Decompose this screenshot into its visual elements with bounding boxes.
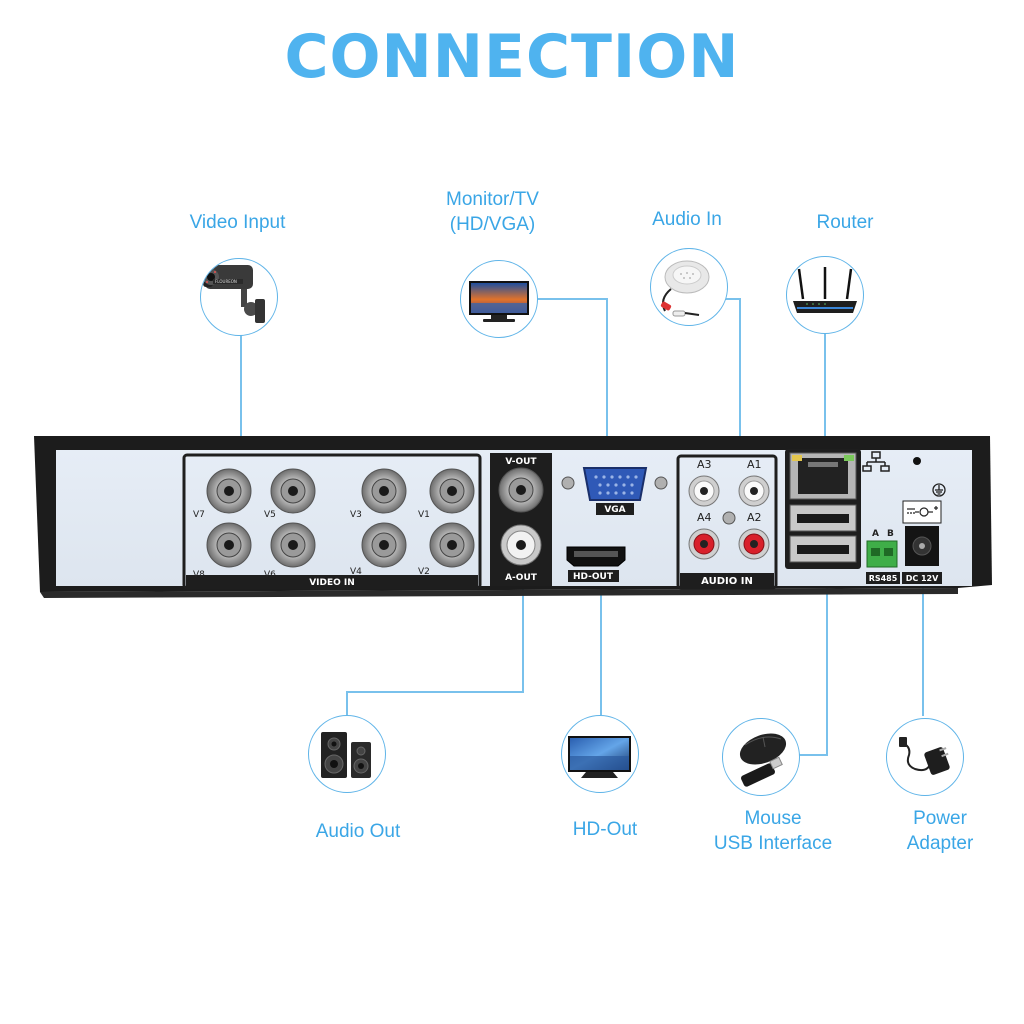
- monitor-icon: [469, 281, 529, 322]
- line-power: [922, 568, 924, 716]
- network-symbol-icon: [862, 451, 890, 472]
- monitor-circle: [460, 260, 538, 338]
- rs485-b-label: B: [887, 529, 894, 539]
- ch-label-v5: V5: [264, 510, 276, 520]
- v-out-connector: [498, 467, 544, 513]
- line-video-input: [240, 334, 242, 480]
- audio-label-a1: A1: [747, 458, 762, 471]
- audio-label-a3: A3: [697, 458, 712, 471]
- label-monitor-tv-line1: Monitor/TV: [446, 189, 539, 210]
- reset-hole: [913, 457, 921, 465]
- ground-symbol-icon: [932, 483, 946, 497]
- power-adapter-circle: [886, 718, 964, 796]
- mouse-usb-circle: [722, 718, 800, 796]
- audio-label-a2: A2: [747, 511, 762, 524]
- bnc-connectors: [206, 468, 475, 568]
- line-aout-h: [346, 691, 524, 693]
- label-monitor-tv-line2: (HD/VGA): [449, 214, 536, 235]
- ch-label-v1: V1: [418, 510, 430, 520]
- ch-label-v6: V6: [264, 570, 276, 580]
- ch-label-v2: V2: [418, 567, 430, 577]
- label-hd-out: HD-Out: [572, 819, 638, 840]
- label-video-input: Video Input: [189, 212, 286, 233]
- bullet-camera-icon: FLOUREON: [203, 265, 265, 323]
- dc-label: DC 12V: [906, 574, 939, 583]
- speakers-icon: [321, 732, 371, 778]
- hd-out-circle: [561, 715, 639, 793]
- line-vga-h: [537, 298, 607, 300]
- label-mouse-line2: USB Interface: [713, 833, 833, 854]
- line-aout-v2: [346, 691, 348, 715]
- mouse-usb-icon: [739, 733, 787, 787]
- ch-label-v7: V7: [193, 510, 205, 520]
- audio-in-circle: [650, 248, 728, 326]
- line-hdout: [600, 580, 602, 715]
- audio-label-a4: A4: [697, 511, 712, 524]
- label-audio-in: Audio In: [652, 209, 722, 230]
- a-out-label: A-OUT: [505, 573, 538, 583]
- line-audio-in-v: [739, 298, 741, 480]
- vga-label: VGA: [604, 505, 625, 515]
- audio-out-circle: [308, 715, 386, 793]
- ch-label-v4: V4: [350, 567, 362, 577]
- label-audio-out: Audio Out: [315, 821, 401, 842]
- microphone-icon: [660, 260, 710, 317]
- rs485-label: RS485: [869, 574, 898, 583]
- page-title: CONNECTION: [284, 22, 740, 92]
- power-adapter-icon: [899, 737, 950, 775]
- line-router: [824, 333, 826, 455]
- line-usb-h: [796, 754, 828, 756]
- line-usb-v: [826, 563, 828, 755]
- video-in-label: VIDEO IN: [309, 578, 355, 588]
- hd-out-label: HD-OUT: [573, 572, 614, 582]
- label-power-line1: Power: [913, 808, 967, 829]
- line-aout-v: [522, 582, 524, 692]
- video-input-circle: FLOUREON: [200, 258, 278, 336]
- line-vga-v: [606, 298, 608, 468]
- a-out-connector: [500, 524, 542, 566]
- ch-label-v3: V3: [350, 510, 362, 520]
- router-icon: [793, 267, 857, 313]
- audio-in-label: AUDIO IN: [701, 576, 753, 587]
- tv-icon: [568, 736, 631, 778]
- label-mouse-line1: Mouse: [744, 808, 802, 829]
- ch-label-v8: V8: [193, 570, 205, 580]
- camera-brand-text: FLOUREON: [215, 279, 237, 284]
- rca-connectors: [688, 475, 770, 560]
- line-audio-in-h: [718, 298, 740, 300]
- rs485-a-label: A: [872, 529, 879, 539]
- label-power-line2: Adapter: [906, 833, 974, 854]
- label-router: Router: [816, 212, 874, 233]
- router-circle: [786, 256, 864, 334]
- v-out-label: V-OUT: [505, 457, 537, 467]
